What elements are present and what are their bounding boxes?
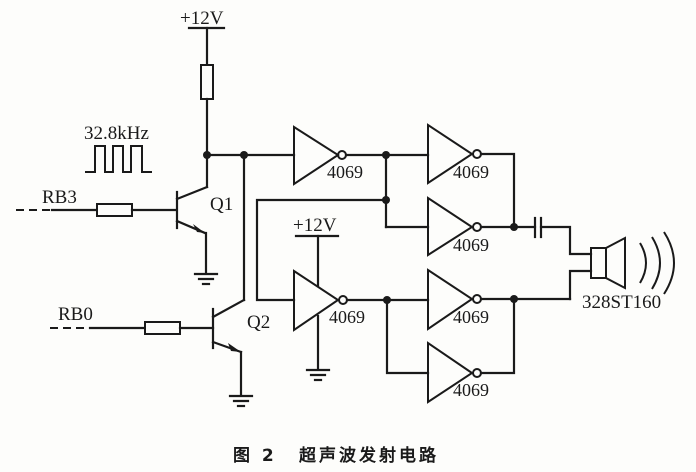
wire (568, 269, 593, 301)
vcc-mid: +12V (293, 215, 340, 288)
inverter-bubble (338, 295, 348, 305)
base-resistor-q2 (144, 321, 181, 335)
pullup-resistor (200, 64, 214, 100)
transistor-q2: RB0 Q2 (50, 298, 270, 408)
inverter-2: 4069 (427, 123, 489, 185)
ground-icon (228, 394, 254, 408)
rb0-label: RB0 (58, 304, 93, 325)
inverter-bubble (472, 149, 482, 159)
inverter-triangle (293, 125, 340, 186)
frequency-label: 32.8kHz (84, 123, 149, 144)
q1-emitter-arrow (193, 224, 205, 233)
inverter-5: 4069 (427, 268, 489, 331)
q2-label: Q2 (247, 312, 270, 333)
q2-emitter-arrow (228, 343, 241, 352)
inverter-bubble (472, 222, 482, 232)
inverter-triangle (427, 268, 474, 331)
rb3-label: RB3 (42, 187, 77, 208)
wire (255, 198, 388, 302)
q1-label: Q1 (210, 194, 233, 215)
transistor-q1: RB3 Q1 (16, 153, 233, 286)
wire (479, 297, 516, 375)
inverter-triangle (427, 341, 474, 404)
collector-node (203, 151, 296, 302)
inverter-6: 4069 (427, 341, 489, 404)
wire (385, 298, 430, 375)
vcc-mid-label: +12V (293, 215, 337, 236)
square-wave (85, 145, 152, 173)
base-resistor-q1 (96, 203, 133, 217)
inverter-3: 4069 (427, 196, 489, 257)
inverter-label: 4069 (453, 235, 489, 255)
ground-icon (193, 272, 219, 286)
sound-wave (651, 236, 661, 290)
inverter-bubble (472, 368, 482, 378)
square-wave-icon: 32.8kHz (84, 123, 152, 173)
inverter-bubble (472, 294, 482, 304)
sound-wave (663, 231, 675, 295)
speaker-body (590, 247, 607, 279)
q1-collector (175, 185, 209, 201)
junction (382, 196, 390, 204)
inverter-label: 4069 (453, 307, 489, 327)
inverter-4: 4069 (293, 269, 365, 332)
inverter-triangle (427, 123, 474, 185)
feedback-wire (255, 198, 388, 302)
inverter-label: 4069 (453, 162, 489, 182)
junction (510, 223, 518, 231)
q2-collector (211, 298, 246, 319)
speaker-model-label: 328ST160 (582, 292, 661, 313)
wire (479, 152, 516, 229)
speaker-icon: 328ST160 (582, 231, 675, 313)
ground-icon (305, 368, 331, 382)
speaker-cone (605, 236, 626, 290)
caption-number: 图 2 (233, 446, 277, 466)
inverter-label: 4069 (329, 307, 365, 327)
caption-title: 超声波发射电路 (299, 445, 439, 466)
vcc-top-label: +12V (180, 8, 224, 29)
inverter-triangle (293, 269, 340, 332)
inverter-triangle (427, 196, 474, 257)
vcc-top: +12V (180, 8, 226, 157)
wire (539, 225, 593, 256)
inverter-label: 4069 (327, 162, 363, 182)
sound-wave (639, 242, 647, 284)
junction (203, 151, 211, 159)
figure-caption: 图 2 超声波发射电路 (233, 445, 439, 466)
inverter-label: 4069 (453, 380, 489, 400)
